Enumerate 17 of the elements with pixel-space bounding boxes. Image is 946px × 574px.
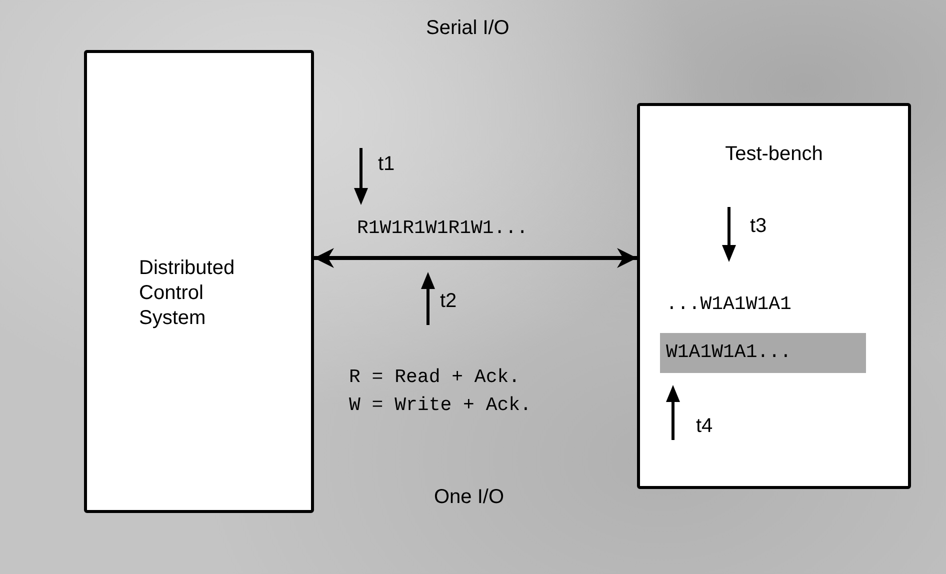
sequence-text: R1W1R1W1R1W1...	[357, 217, 528, 239]
legend-note: R = Read + Ack.	[349, 366, 520, 388]
legend-note: W = Write + Ack.	[349, 394, 532, 416]
box-title: Distributed Control System	[139, 256, 236, 331]
channel-label: One I/O	[434, 486, 504, 509]
time-label: t3	[750, 215, 767, 238]
double-arrow	[314, 248, 637, 268]
time-label: t2	[440, 290, 457, 313]
sequence-text: ...W1A1W1A1	[666, 293, 792, 315]
process-box	[84, 50, 314, 513]
channel-label: Serial I/O	[426, 17, 510, 40]
highlighted-sequence	[660, 333, 866, 373]
box-title: Test-bench	[724, 142, 824, 167]
time-label: t1	[378, 153, 395, 176]
time-label: t4	[696, 415, 713, 438]
sequence-text: W1A1W1A1...	[666, 341, 792, 363]
process-box	[637, 103, 911, 489]
